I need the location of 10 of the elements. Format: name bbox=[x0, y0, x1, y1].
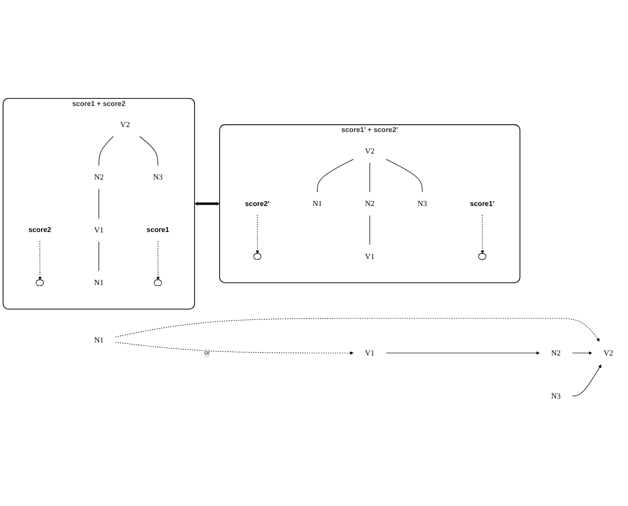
arrow bbox=[115, 342, 354, 355]
arrow bbox=[386, 351, 540, 355]
arrow bbox=[572, 351, 592, 355]
arrow bbox=[572, 364, 602, 396]
arrow bbox=[194, 202, 220, 206]
arrow bbox=[480, 214, 484, 254]
arrow bbox=[38, 240, 42, 280]
arrow bbox=[115, 318, 600, 342]
arrow bbox=[256, 214, 260, 254]
arrow bbox=[156, 240, 160, 280]
